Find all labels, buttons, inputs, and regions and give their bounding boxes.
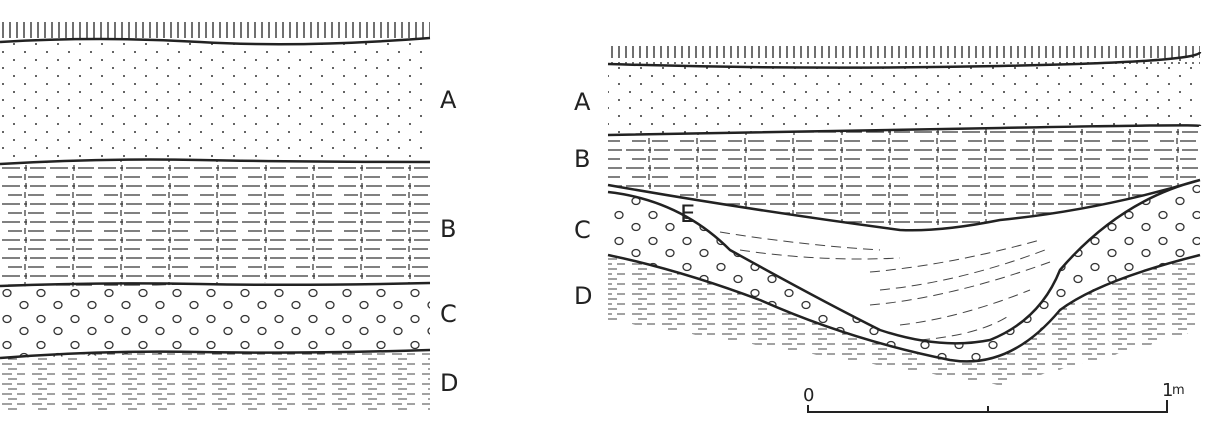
layer-boundaries [0,36,431,360]
scale-end: 1 [1162,380,1173,401]
scale-unit: m [1172,383,1185,398]
layer-b [608,125,1200,231]
label-d: D [440,369,458,397]
scale-start: 0 [803,385,814,406]
left-section: A B C D [0,22,458,410]
scale-bar: 0 1 m [803,380,1185,413]
layer-d [0,350,430,410]
label-c: C [440,300,457,328]
layer-e-lenses [719,231,1051,341]
scale-line [807,400,1168,413]
label-d: D [574,282,592,310]
label-c: C [574,216,591,244]
layer-c [0,283,430,358]
layer-d [608,255,1200,385]
label-b: B [440,215,456,243]
label-a: A [440,86,457,114]
vegetation-hatching [608,46,1200,64]
layer-b [0,159,430,287]
right-section: A B C D E [574,46,1202,385]
layer-a [607,52,1200,136]
label-a: A [574,88,591,116]
label-e: E [680,200,695,228]
layer-a [0,38,430,164]
label-b: B [574,145,590,173]
layer-c [608,180,1200,362]
vegetation-hatching [0,22,430,42]
layer-boundaries [607,51,1202,363]
